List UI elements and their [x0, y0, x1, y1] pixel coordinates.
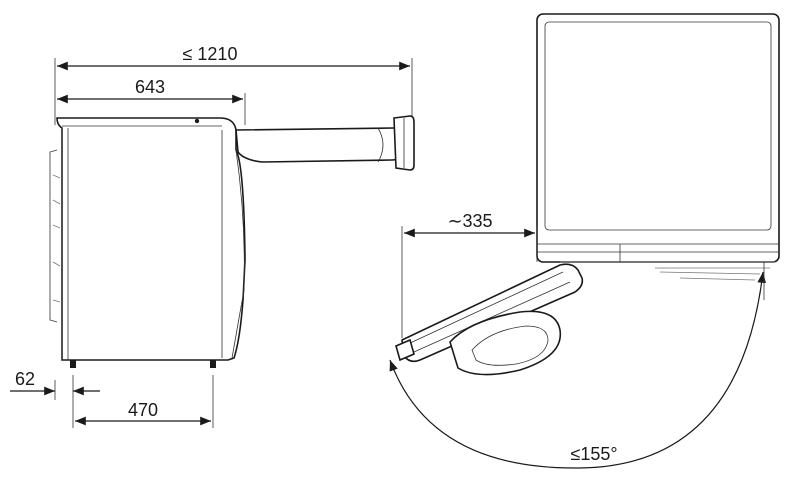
- top-screw-icon: [194, 118, 200, 124]
- door-projection-label: ∼335: [447, 211, 492, 231]
- total-depth-label: ≤ 1210: [183, 44, 238, 64]
- door-arm-side: [235, 115, 415, 171]
- foot-spacing-dimension: 470: [75, 400, 211, 426]
- foot-spacing-label: 470: [128, 400, 158, 420]
- machine-body-side: [49, 117, 246, 368]
- body-depth-label: 643: [135, 77, 165, 97]
- machine-top: [536, 13, 780, 281]
- foot-offset-dimension: 62: [10, 369, 100, 396]
- foot-offset-label: 62: [15, 369, 35, 389]
- total-depth-dimension: ≤ 1210: [57, 44, 410, 71]
- door-angle-dimension: ≤155°: [389, 262, 767, 469]
- rear-foot: [70, 360, 76, 368]
- body-depth-dimension: 643: [57, 77, 243, 104]
- open-door-top: [395, 263, 584, 376]
- top-view: ∼335 ≤155°: [389, 13, 780, 469]
- side-view: ≤ 1210 643: [10, 44, 415, 428]
- door-angle-label: ≤155°: [570, 444, 617, 464]
- front-foot: [210, 360, 216, 368]
